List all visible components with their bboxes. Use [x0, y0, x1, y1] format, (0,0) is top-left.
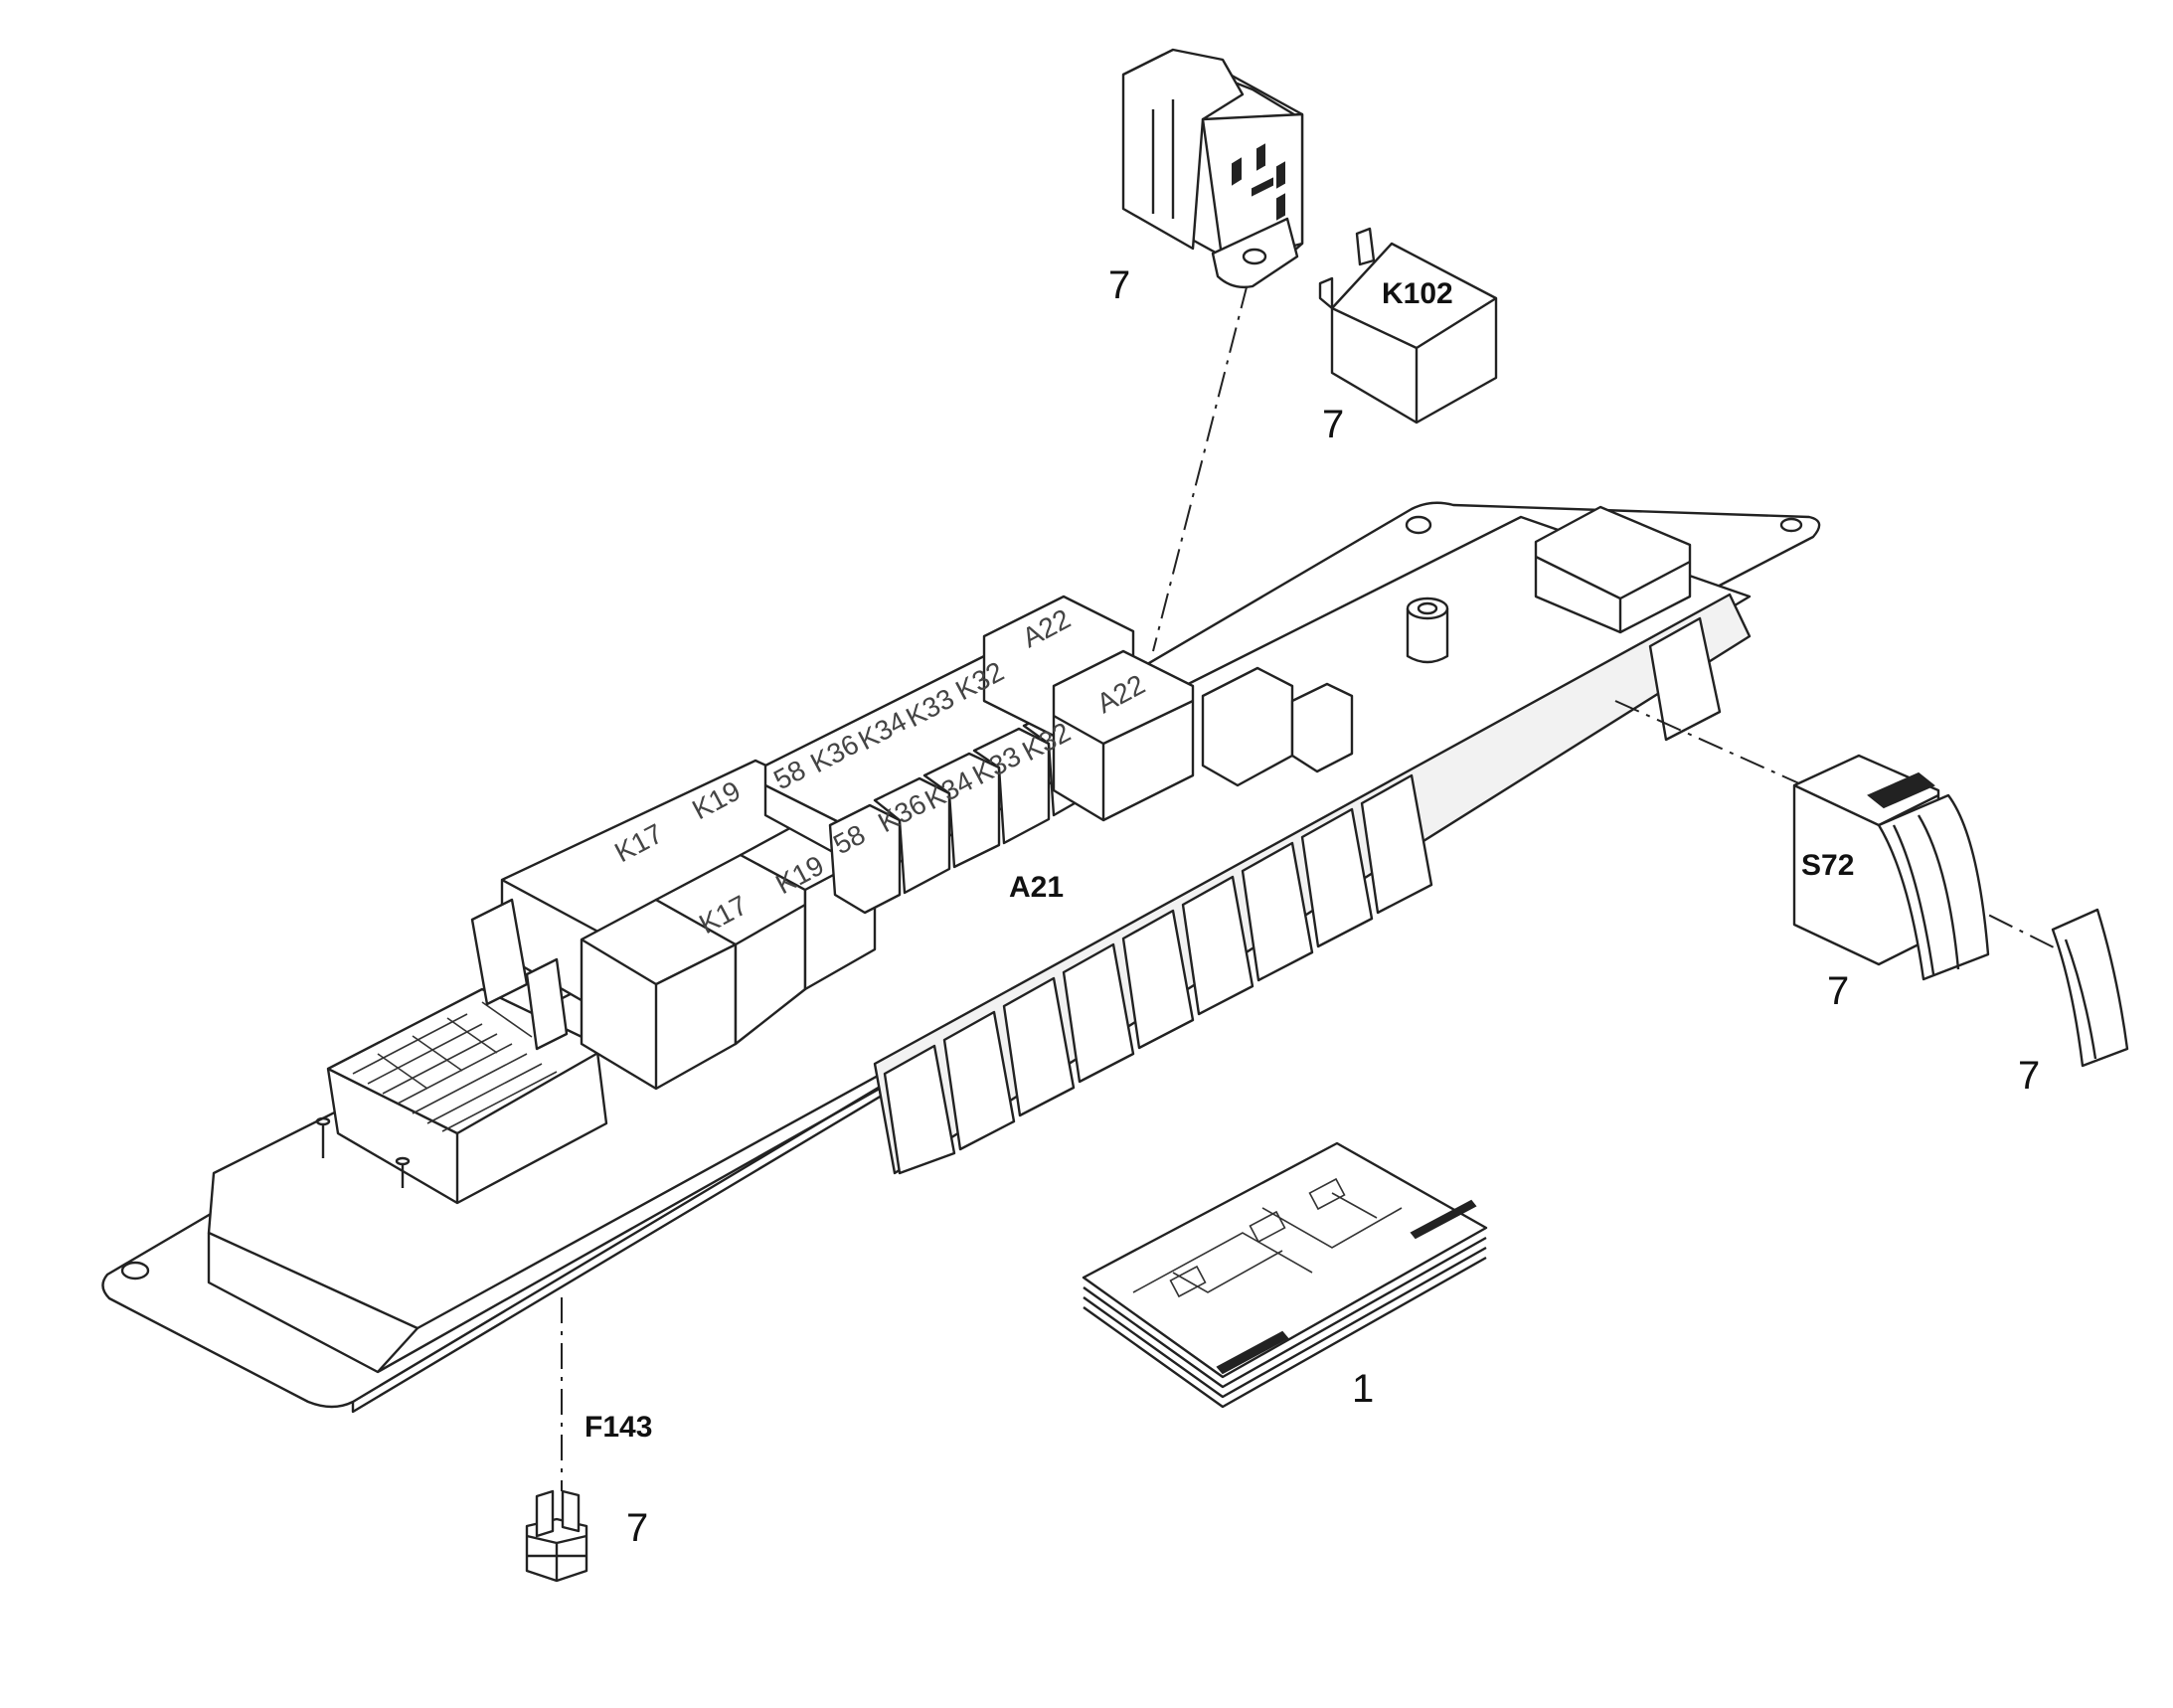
panel-raised-body: [207, 515, 1752, 1330]
leader-relay-socket: [1152, 282, 1249, 652]
relay-a22-pair: [982, 595, 1195, 822]
switch-bays: [883, 616, 1722, 1175]
callout-manual: 1: [1352, 1367, 1374, 1411]
callout-relay-k102: 7: [1322, 403, 1344, 446]
callout-switch-cap: 7: [2018, 1054, 2040, 1098]
relay-socket: [1121, 48, 1304, 289]
relay-k102: [1318, 227, 1498, 425]
panel-body-front: [207, 1233, 418, 1374]
fuse-f143: [525, 1489, 588, 1583]
ref-k102: K102: [1382, 277, 1453, 310]
mount-hole-right: [1779, 517, 1803, 533]
operator-manual: [1082, 1141, 1488, 1409]
mount-hole-top: [1405, 515, 1432, 535]
callout-fuse-f143: 7: [626, 1506, 648, 1550]
ref-a21: A21: [1009, 871, 1064, 904]
panel-a21: K17 K19 K17 K19 58 K36 K34 K33 K32 A22 5…: [101, 501, 1821, 1414]
standoff-post: [1406, 597, 1449, 664]
switch-cap: [2051, 908, 2129, 1068]
mount-hole-left: [120, 1261, 150, 1281]
ref-f143: F143: [585, 1411, 652, 1444]
switch-s72: [1792, 754, 1990, 981]
callout-relay-socket: 7: [1108, 263, 1130, 307]
callout-switch-s72: 7: [1827, 969, 1849, 1013]
relay-row-k17-k19: [470, 759, 877, 1091]
ref-s72: S72: [1801, 849, 1854, 882]
panel-right-blocks: [1201, 505, 1692, 787]
